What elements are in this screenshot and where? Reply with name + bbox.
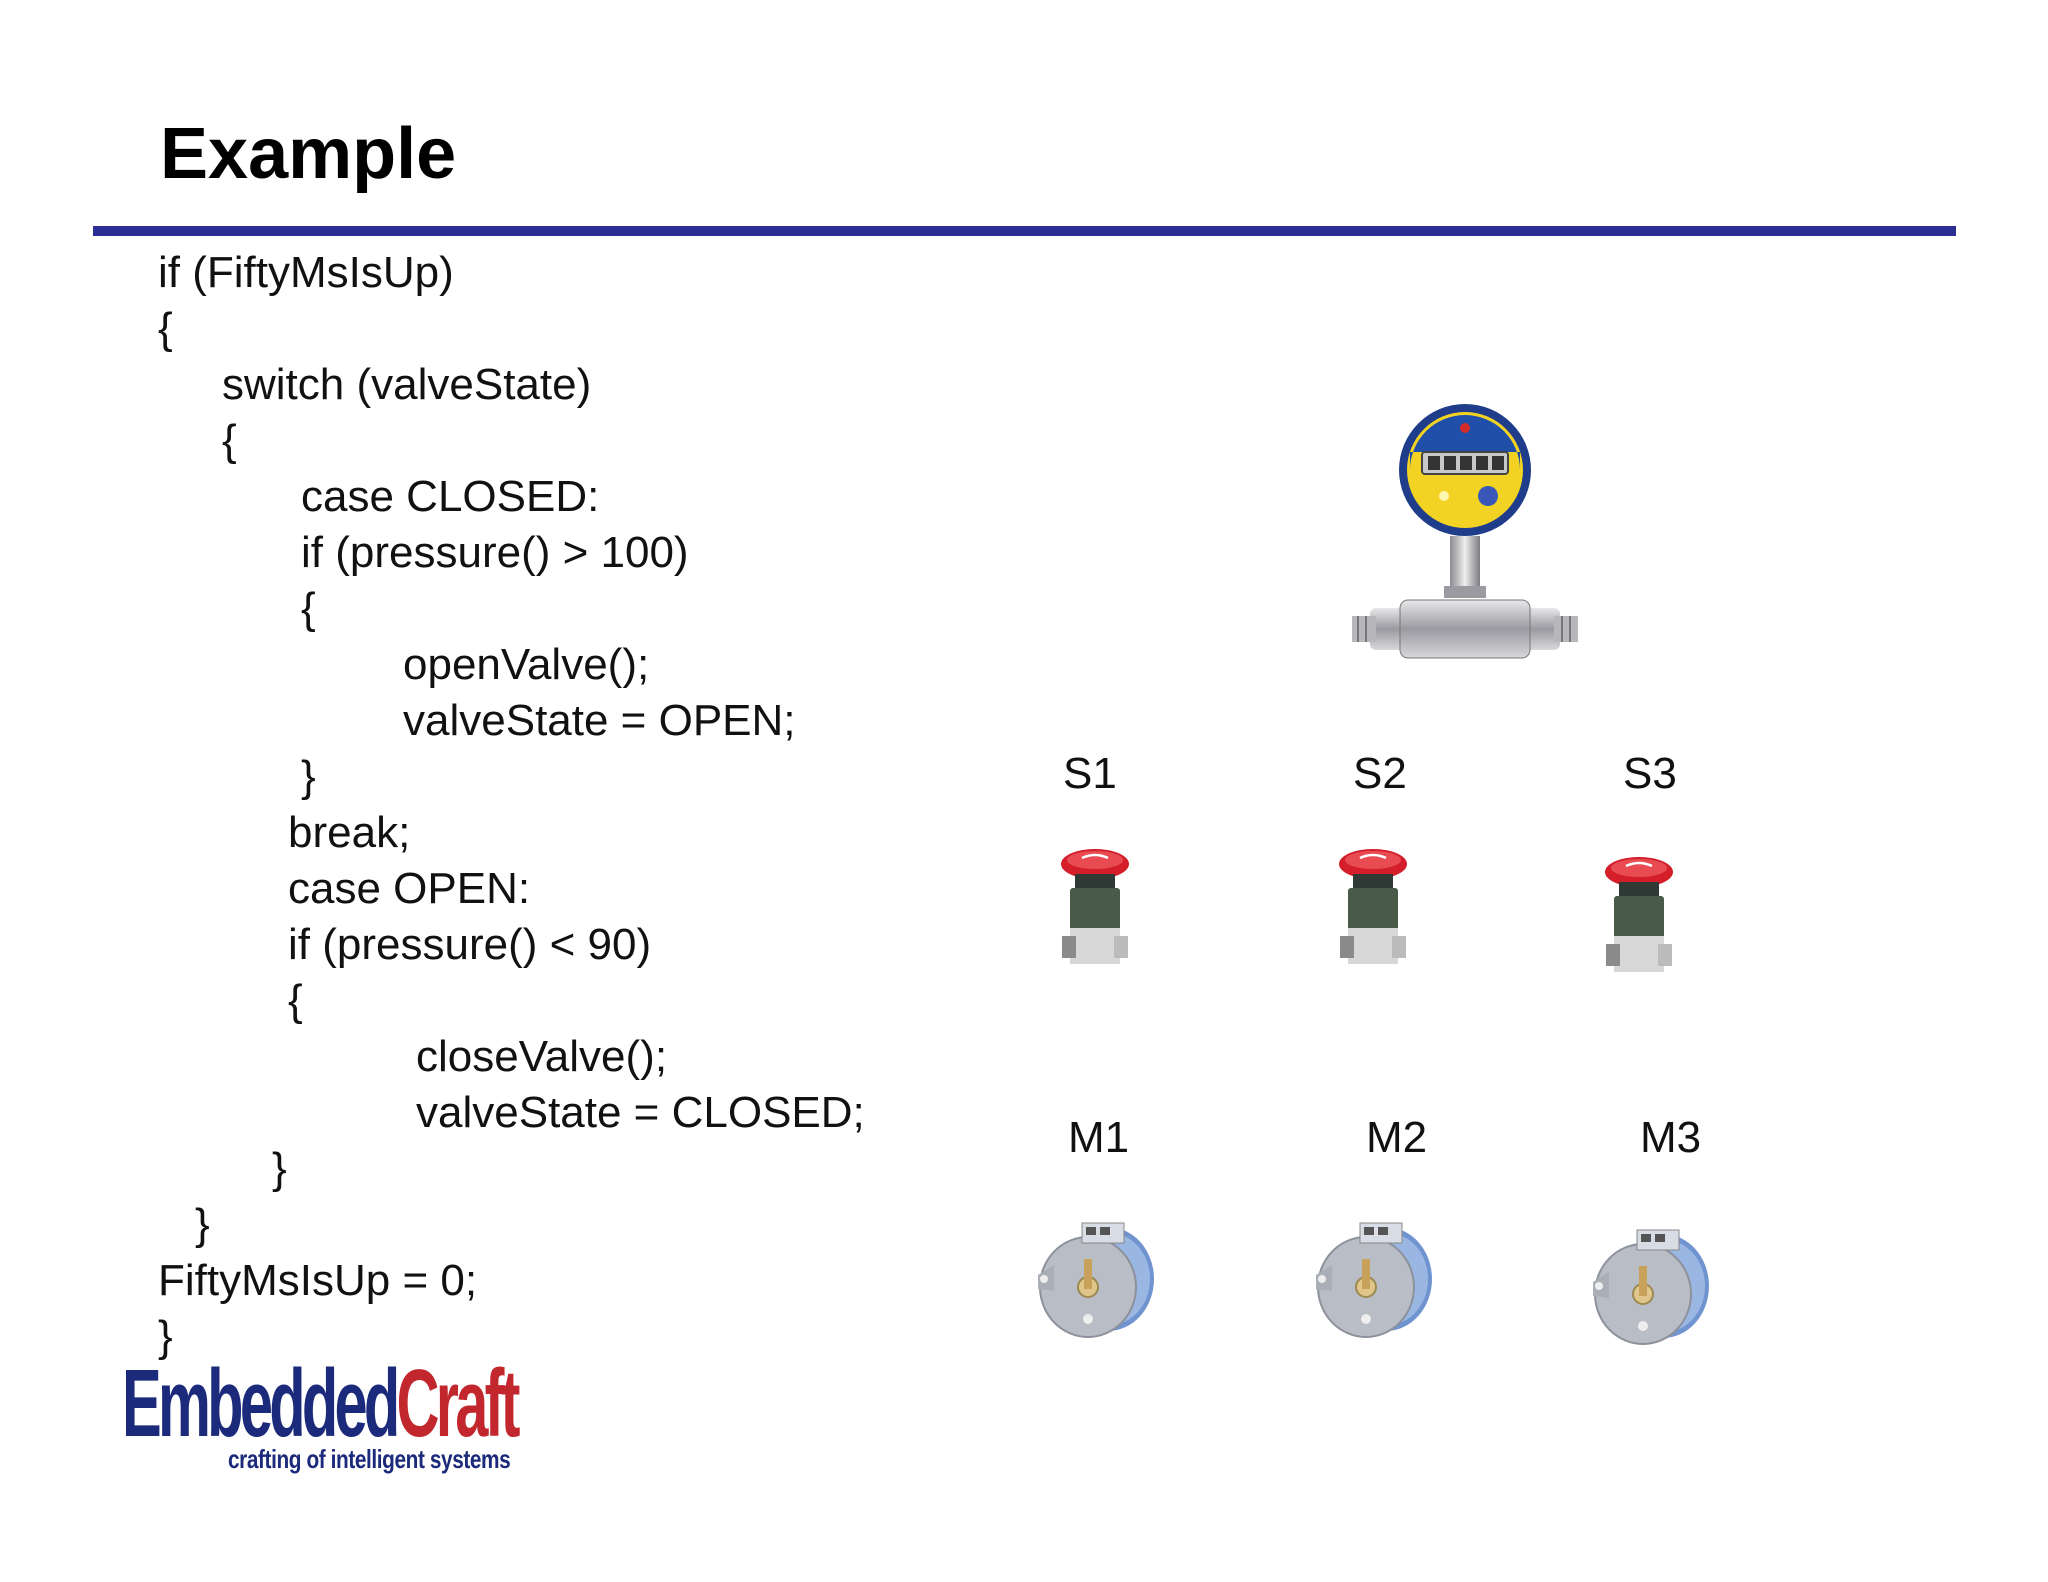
switch-label: S2 (1353, 749, 1407, 798)
logo-text-craft: Craft (396, 1350, 520, 1457)
emergency-stop-button-icon (1050, 840, 1140, 980)
code-line: } (301, 752, 316, 801)
slide-title: Example (160, 114, 457, 194)
code-line: { (158, 304, 173, 353)
emergency-stop-button-icon (1328, 840, 1418, 980)
code-line: valveState = CLOSED; (416, 1088, 865, 1137)
logo-wordmark: EmbeddedCraft (122, 1356, 521, 1452)
logo-text-embedded: Embedded (122, 1350, 400, 1457)
emergency-stop-button-icon (1594, 848, 1684, 988)
switch-label: S3 (1623, 749, 1677, 798)
code-line: closeValve(); (416, 1032, 668, 1081)
code-line: } (272, 1144, 287, 1193)
code-line: openValve(); (403, 640, 650, 689)
stepper-motor-icon (1030, 1215, 1165, 1350)
stepper-motor-icon (1585, 1222, 1720, 1357)
code-line: } (195, 1200, 210, 1249)
code-line: { (288, 976, 303, 1025)
logo-tagline: crafting of intelligent systems (228, 1444, 511, 1474)
stepper-motor-icon (1308, 1215, 1443, 1350)
motor-label: M2 (1366, 1113, 1428, 1162)
code-line: { (301, 584, 316, 633)
code-line: FiftyMsIsUp = 0; (158, 1256, 478, 1305)
code-line: case CLOSED: (301, 472, 600, 521)
motor-label: M3 (1640, 1113, 1702, 1162)
code-line: break; (288, 808, 411, 857)
code-line: switch (valveState) (222, 360, 592, 409)
code-line: valveState = OPEN; (403, 696, 796, 745)
pressure-gauge-icon (1330, 390, 1630, 680)
motor-label: M1 (1068, 1113, 1130, 1162)
switch-label: S1 (1063, 749, 1117, 798)
code-line: { (222, 416, 237, 465)
code-line: if (pressure() > 100) (301, 528, 689, 577)
title-underline (93, 226, 1956, 236)
embeddedcraft-logo: EmbeddedCraft crafting of intelligent sy… (122, 1356, 521, 1476)
code-line: if (pressure() < 90) (288, 920, 652, 969)
code-line: case OPEN: (288, 864, 531, 913)
code-line: if (FiftyMsIsUp) (158, 248, 454, 297)
code-line: } (158, 1312, 173, 1361)
